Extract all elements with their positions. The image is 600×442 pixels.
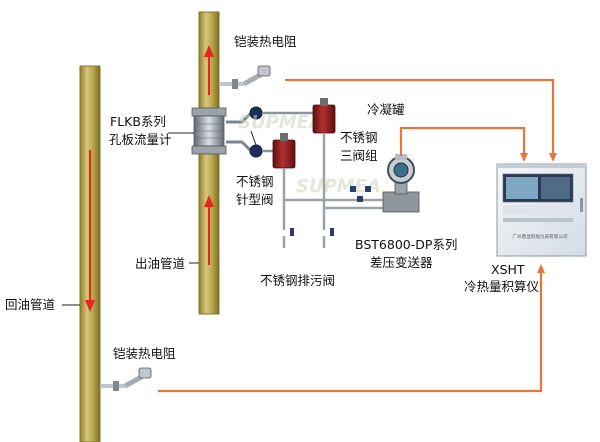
return-oil-pipe [79,65,101,442]
outlet-oil-pipe [198,11,220,315]
label-needle-line1: 不锈钢 [236,174,274,189]
watermark: SUPMEA [296,176,381,197]
rtd-probe-top [219,65,271,89]
label-flkb-line1: FLKB系列 [110,114,166,129]
leader-lines [62,130,257,306]
label-valve3-line1: 不锈钢 [340,130,378,145]
label-needle-line2: 针型阀 [236,192,274,207]
label-drain-valve: 不锈钢排污阀 [260,273,335,288]
three-valve-manifold [350,186,371,202]
drain-valves [282,228,334,248]
signal-rtd-top [285,78,557,162]
signal-lines [158,78,557,393]
condensing-tanks [272,98,336,169]
needle-valves [249,106,320,158]
label-outlet-pipe: 出油管道 [135,256,186,271]
dp-transmitter [382,154,420,213]
label-transmitter-line1: BST6800-DP系列 [355,237,457,252]
label-valve3-line2: 三阀组 [340,148,378,163]
label-condenser: 冷凝罐 [367,102,405,117]
label-calc-line2: 冷热量积算仪 [464,279,540,294]
orifice-flow-meter [191,107,252,155]
calculator-cabinet: 广州鼎显智能仪表有限公司 [496,163,587,257]
label-calc-line1: XSHT [491,262,525,277]
rtd-probe-bottom [100,367,152,391]
watermark: SUPMEA [238,112,323,133]
cabinet-caption: 广州鼎显智能仪表有限公司 [512,233,568,240]
signal-rtd-bottom [158,264,545,393]
label-rtd-top: 铠装热电阻 [234,34,297,49]
label-rtd-bottom: 铠装热电阻 [113,346,176,361]
label-return-pipe: 回油管道 [5,297,56,312]
impulse-lines [282,133,383,230]
label-transmitter-line2: 差压变送器 [370,255,433,270]
label-flkb-line2: 孔板流量计 [109,132,172,147]
signal-transmitter [399,126,528,162]
